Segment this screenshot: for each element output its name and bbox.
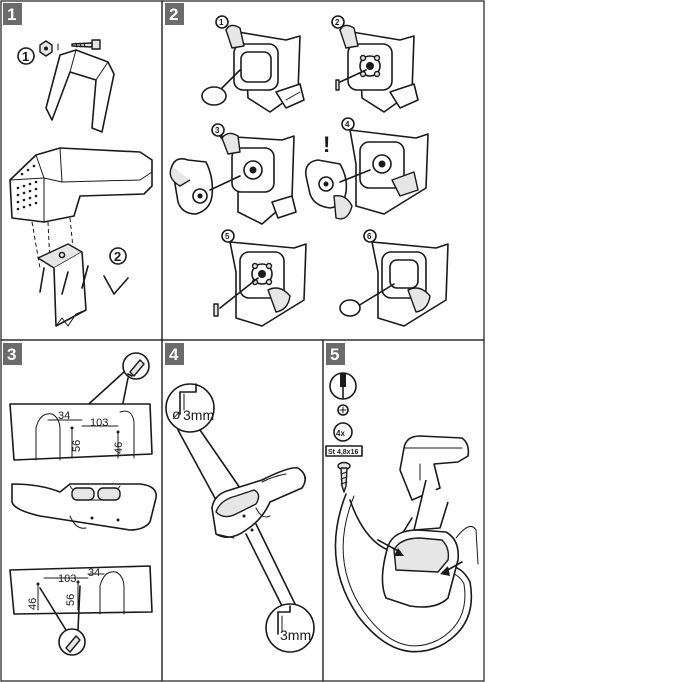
substep-6: 6 <box>339 229 449 327</box>
step-badge-4: 4 <box>165 343 184 365</box>
svg-text:34: 34 <box>88 567 100 579</box>
screw-icon <box>71 39 101 50</box>
step-badge-5: 5 <box>326 343 345 365</box>
substep-1: 1 <box>201 15 305 113</box>
substep-4: 4 <box>304 117 429 220</box>
drill-icon <box>122 352 150 380</box>
panel-3-illustration: 34 103 56 46 103 34 46 56 <box>9 352 157 656</box>
svg-text:56: 56 <box>65 594 77 606</box>
svg-text:34: 34 <box>58 410 70 422</box>
svg-text:3mm: 3mm <box>280 627 311 643</box>
nut-icon <box>39 40 53 57</box>
svg-text:103: 103 <box>90 417 108 429</box>
svg-text:2: 2 <box>114 249 121 264</box>
screwdriver-icon <box>329 372 357 416</box>
warning-mark: ! <box>323 132 330 157</box>
svg-text:3: 3 <box>7 345 16 364</box>
substep-2: 2 <box>331 15 419 113</box>
panel-1-illustration: 1 <box>9 39 153 327</box>
svg-text:4: 4 <box>345 120 350 129</box>
svg-text:46: 46 <box>113 442 125 454</box>
step-badge-1: 1 <box>3 3 22 25</box>
allen-key-icon <box>103 275 129 295</box>
panel-frames <box>0 0 485 682</box>
svg-text:2: 2 <box>169 5 178 24</box>
svg-text:46: 46 <box>27 598 39 610</box>
svg-text:1: 1 <box>219 18 224 27</box>
substep-3: 3 <box>169 123 297 225</box>
svg-text:5: 5 <box>330 345 339 364</box>
svg-text:3mm: 3mm <box>183 407 214 423</box>
substep-5: 5 <box>213 229 307 327</box>
svg-text:6: 6 <box>367 232 372 241</box>
svg-text:4x: 4x <box>336 429 345 438</box>
svg-text:ø: ø <box>172 406 181 422</box>
svg-text:3: 3 <box>215 126 220 135</box>
panel-2-illustration: 1 2 3 <box>169 15 449 327</box>
svg-text:1: 1 <box>7 5 16 24</box>
svg-text:56: 56 <box>71 440 83 452</box>
svg-text:1: 1 <box>22 49 29 64</box>
panel-5-illustration: 4x St 4,8x16 <box>325 372 479 653</box>
svg-text:5: 5 <box>225 232 230 241</box>
panel-4-illustration: ø 3mm 3mm <box>165 383 315 653</box>
step-badge-3: 3 <box>3 343 22 365</box>
svg-text:103: 103 <box>58 573 76 585</box>
step-badge-2: 2 <box>165 3 184 25</box>
svg-text:St 4,8x16: St 4,8x16 <box>328 449 358 456</box>
svg-text:4: 4 <box>169 345 179 364</box>
svg-text:2: 2 <box>335 18 340 27</box>
